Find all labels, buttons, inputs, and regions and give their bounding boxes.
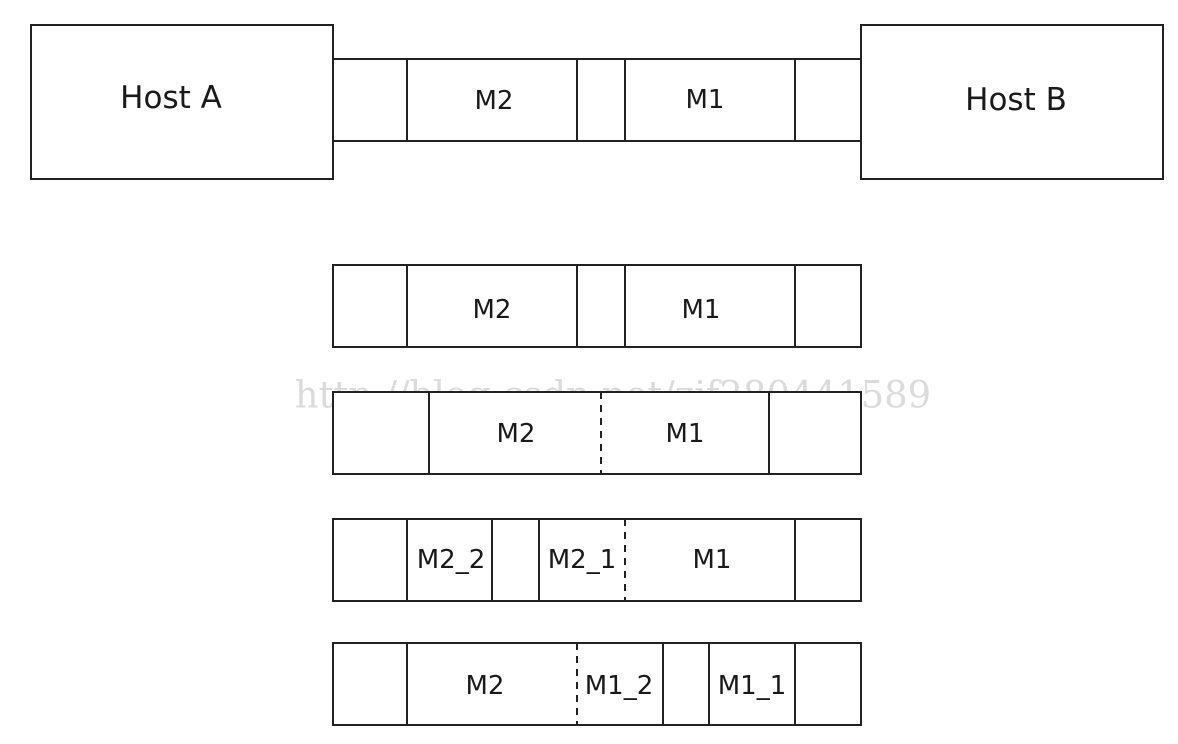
- case-split-m2-m2-2-label: M2_2: [417, 545, 486, 575]
- case-merged-m2-label: M2: [497, 419, 536, 449]
- transfer-channel: M2 M1: [332, 58, 862, 142]
- case-split-m1-m2-label: M2: [466, 671, 505, 701]
- case-separate: M2 M1: [332, 264, 862, 348]
- case-split-m1-m1-1-label: M1_1: [718, 671, 787, 701]
- channel-m2-label: M2: [475, 86, 514, 116]
- host-a-label: Host A: [120, 80, 222, 116]
- host-a: Host A: [30, 24, 334, 180]
- host-b-label: Host B: [965, 82, 1067, 118]
- case-split-m1: M2 M1_2 M1_1: [332, 642, 862, 726]
- case-separate-m2-label: M2: [473, 295, 512, 325]
- case-split-m2-m1-label: M1: [693, 545, 732, 575]
- case-split-m1-m1-2-label: M1_2: [585, 671, 654, 701]
- channel-m1-label: M1: [686, 85, 725, 115]
- case-merged-m1-label: M1: [666, 419, 705, 449]
- case-split-m2: M2_2 M2_1 M1: [332, 518, 862, 602]
- case-separate-m1-label: M1: [682, 295, 721, 325]
- host-b: Host B: [860, 24, 1164, 180]
- case-merged: M2 M1: [332, 391, 862, 475]
- case-split-m2-m2-1-label: M2_1: [548, 545, 617, 575]
